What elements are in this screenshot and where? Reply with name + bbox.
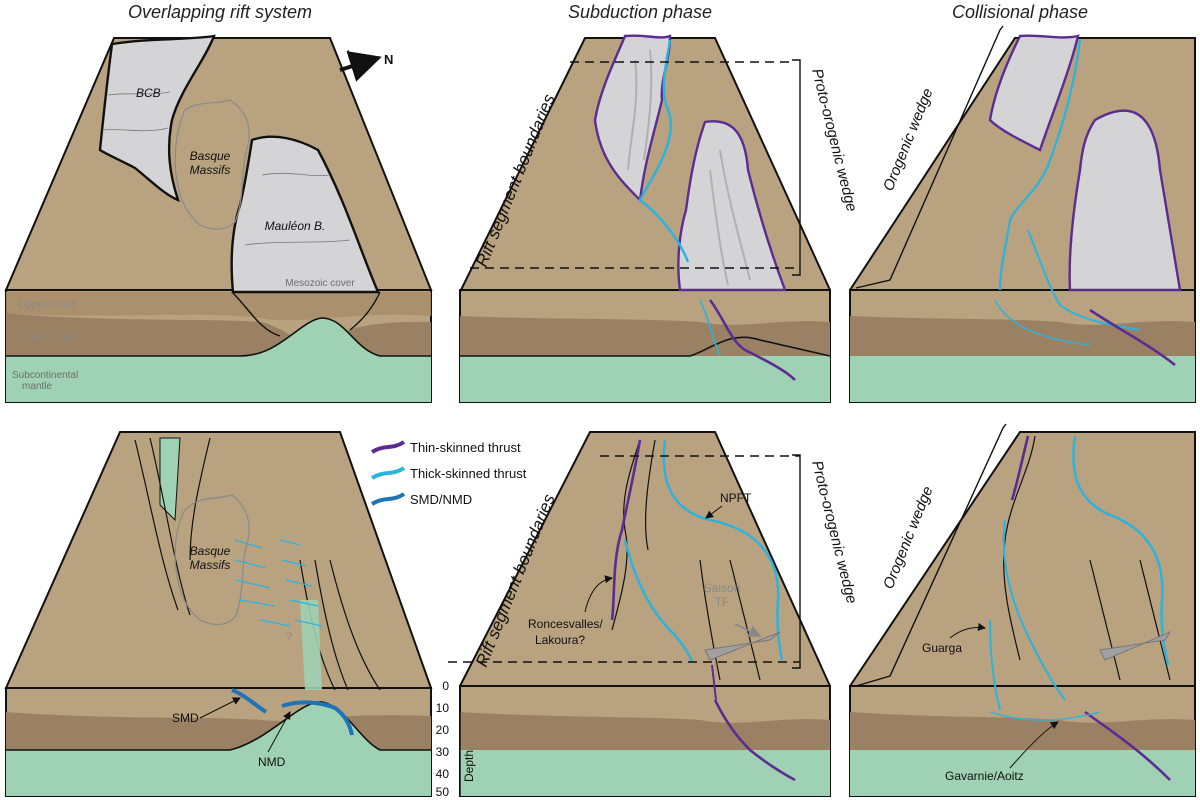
legend-label-smd-nmd: SMD/NMD xyxy=(410,492,472,507)
depth-tick-40: 40 xyxy=(436,767,450,781)
north-label: N xyxy=(384,52,393,67)
label-basque-2: Massifs xyxy=(190,163,231,177)
label-basque-1: Basque xyxy=(190,149,231,163)
depth-tick-20: 20 xyxy=(436,723,450,737)
label-basque-bottom-1: Basque xyxy=(190,544,231,558)
depth-tick-30: 30 xyxy=(436,745,450,759)
title-middle: Subduction phase xyxy=(568,2,712,22)
label-guarga: Guarga xyxy=(922,641,962,655)
panel-rift-top: BCB Basque Massifs Mauléon B. Mesozoic c… xyxy=(4,34,433,403)
depth-scale: 0 10 20 30 40 50 Depth xyxy=(436,679,476,799)
legend: Thin-skinned thrust Thick-skinned thrust… xyxy=(370,440,527,507)
label-smd: SMD xyxy=(172,711,199,725)
label-lower-crust: Lower crust xyxy=(18,332,75,344)
panel-subduction-bottom: Rift segment boundaries Proto-orogenic w… xyxy=(436,431,860,799)
label-gavarnie: Gavarnie/Aoitz xyxy=(945,769,1024,783)
label-npft: NPFT xyxy=(720,491,752,505)
label-proto-wedge-top: Proto-orogenic wedge xyxy=(808,67,860,214)
legend-item-thin-skinned: Thin-skinned thrust xyxy=(370,440,521,455)
title-right: Collisional phase xyxy=(952,2,1088,22)
legend-item-thick-skinned: Thick-skinned thrust xyxy=(370,466,527,481)
legend-label-thin-skinned: Thin-skinned thrust xyxy=(410,440,521,455)
label-mantle-2: mantle xyxy=(22,381,52,392)
label-mesozoic-cover: Mesozoic cover xyxy=(285,278,355,289)
depth-tick-0: 0 xyxy=(442,679,449,693)
title-left: Overlapping rift system xyxy=(128,2,312,22)
label-bcb: BCB xyxy=(136,86,161,100)
north-arrow-icon: N xyxy=(339,49,393,82)
depth-tick-50: 50 xyxy=(436,785,450,799)
label-proto-wedge-bottom: Proto-orogenic wedge xyxy=(808,459,860,606)
depth-axis-label: Depth xyxy=(462,750,476,782)
panel-collision-top: Orogenic wedge xyxy=(849,25,1196,403)
panel-collision-bottom: Orogenic wedge Guarga Gavarnie/Aoitz xyxy=(849,423,1196,797)
depth-tick-10: 10 xyxy=(436,701,450,715)
label-upper-crust: Upper crust xyxy=(18,299,75,311)
label-nmd: NMD xyxy=(258,755,286,769)
label-question: ? xyxy=(286,631,292,643)
label-saison-1: Saison xyxy=(704,581,741,595)
label-mauleon: Mauléon B. xyxy=(265,219,326,233)
label-roncesvalles-1: Roncesvalles/ xyxy=(528,617,603,631)
label-mantle-1: Subcontinental xyxy=(12,370,78,381)
legend-item-smd-nmd: SMD/NMD xyxy=(370,492,472,507)
panel-subduction-top: Rift segment boundaries Proto-orogenic w… xyxy=(459,34,860,403)
label-roncesvalles-2: Lakoura? xyxy=(535,633,585,647)
legend-label-thick-skinned: Thick-skinned thrust xyxy=(410,466,527,481)
label-saison-2: TF xyxy=(715,595,730,609)
label-basque-bottom-2: Massifs xyxy=(190,558,231,572)
panel-rift-bottom: Basque Massifs ? SMD NMD xyxy=(4,431,433,797)
